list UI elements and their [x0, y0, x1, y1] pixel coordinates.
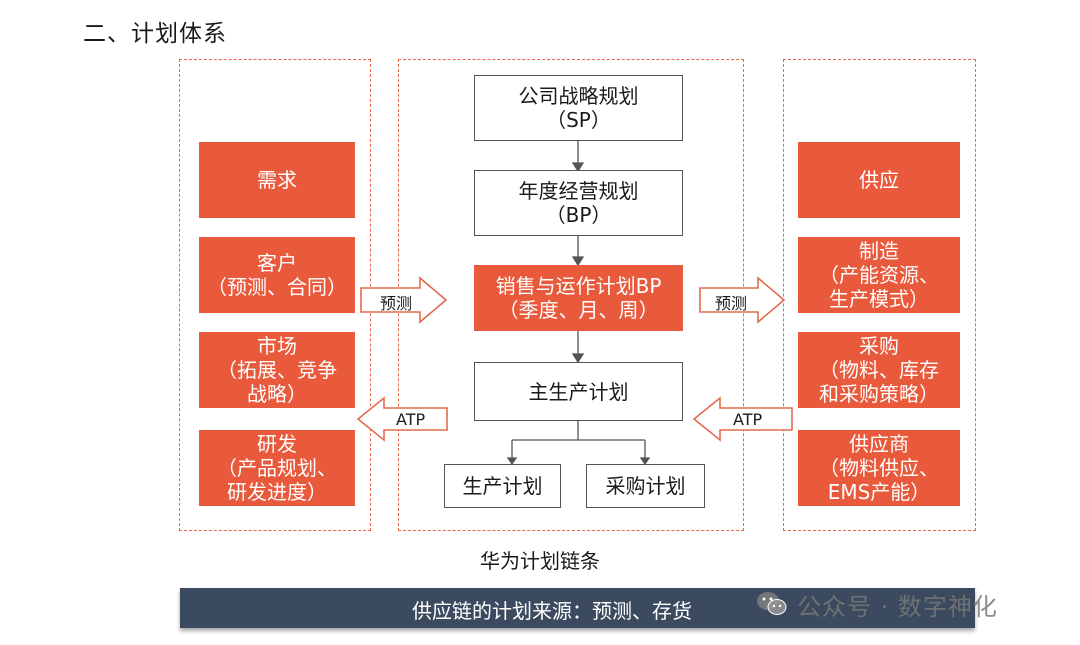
diagram-caption: 华为计划链条	[480, 549, 600, 573]
strategic-plan-box: 公司战略规划 （SP）	[474, 75, 683, 141]
forecast-arrow-right-label: 预测	[715, 294, 748, 313]
wechat-icon	[757, 592, 787, 615]
production-plan-box: 生产计划	[444, 464, 561, 508]
watermark: 公众号 · 数字神化	[755, 584, 998, 624]
supply-box: 供应	[798, 142, 960, 218]
summary-text: 供应链的计划来源：预测、存货	[412, 599, 692, 623]
sop-plan-box: 销售与运作计划BP （季度、月、周）	[474, 265, 683, 331]
demand-box: 需求	[199, 142, 355, 218]
supplier-box: 供应商 （物料供应、 EMS产能）	[798, 430, 960, 506]
master-production-plan-box: 主生产计划	[474, 362, 683, 421]
atp-arrow-left-label: ATP	[396, 410, 426, 429]
page-heading: 二、计划体系	[83, 21, 227, 47]
procurement-box: 采购 （物料、库存 和采购策略）	[798, 332, 960, 408]
forecast-arrow-left-label: 预测	[380, 294, 413, 313]
purchase-plan-box: 采购计划	[586, 464, 705, 508]
summary-bar: 供应链的计划来源：预测、存货	[180, 588, 975, 628]
customer-box: 客户 （预测、合同）	[199, 237, 355, 313]
market-box: 市场 （拓展、竞争 战略）	[199, 332, 355, 408]
business-plan-box: 年度经营规划 （BP）	[474, 170, 683, 236]
manufacturing-box: 制造 （产能资源、 生产模式）	[798, 237, 960, 313]
rnd-box: 研发 （产品规划、 研发进度）	[199, 430, 355, 506]
atp-arrow-right-label: ATP	[733, 410, 763, 429]
watermark-text: 公众号 · 数字神化	[797, 592, 998, 621]
